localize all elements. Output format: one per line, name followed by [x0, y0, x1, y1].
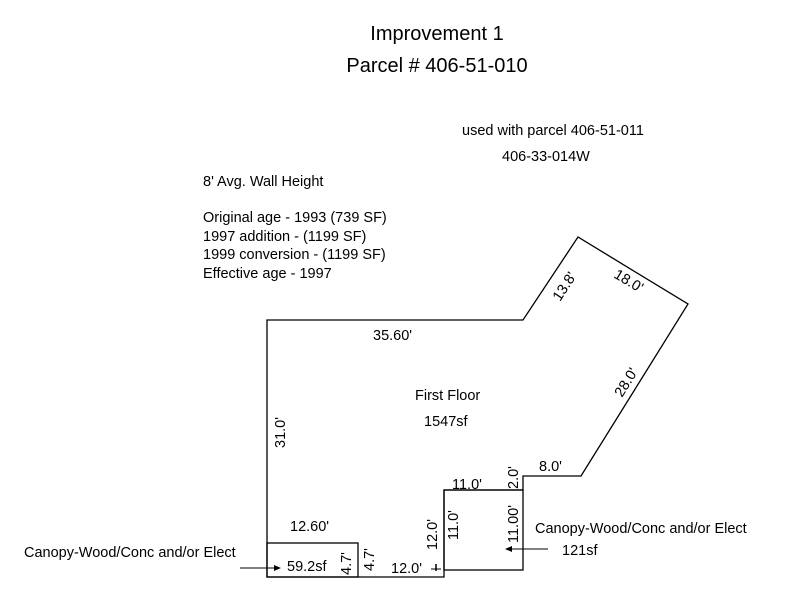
dim-bottom-right: 8.0' [539, 459, 562, 475]
canopy-left-width: 12.60' [290, 519, 329, 535]
note-used-with: used with parcel 406-51-011 [462, 123, 644, 139]
note-wall-height: 8' Avg. Wall Height [203, 174, 323, 190]
canopy-left-area: 59.2sf [287, 559, 327, 575]
dim-top: 35.60' [373, 328, 412, 344]
dim-diag-top: 18.0' [611, 267, 646, 297]
title-improvement: Improvement 1 [370, 23, 503, 45]
dim-diag-up: 13.8' [550, 269, 580, 304]
dim-step: 2.0' [506, 466, 522, 489]
canopy-right-label: Canopy-Wood/Conc and/or Elect [535, 521, 747, 537]
arrow-left-icon [505, 546, 548, 552]
dim-canopy-right-right: 11.00' [506, 505, 522, 543]
dim-diag-right: 28.0' [612, 365, 642, 400]
canopy-right-outline [443, 489, 524, 571]
first-floor-outline [266, 236, 689, 578]
title-parcel: Parcel # 406-51-010 [346, 55, 527, 77]
canopy-left-height: 4.7' [339, 552, 355, 575]
dim-small-right: 4.7' [362, 548, 378, 571]
note-age-1: Original age - 1993 (739 SF) [203, 210, 387, 226]
dim-canopy-right-left: 11.0' [446, 510, 462, 540]
note-age-2: 1997 addition - (1199 SF) [203, 229, 366, 245]
note-age-4: Effective age - 1997 [203, 266, 332, 282]
dim-left: 31.0' [273, 417, 289, 448]
dim-bottom: 12.0' [391, 561, 422, 577]
arrow-right-icon [240, 565, 281, 571]
dim-inner-left: 12.0' [425, 519, 441, 550]
first-floor-label: First Floor [415, 388, 480, 404]
dim-inner-top: 11.0' [452, 477, 482, 493]
arrow-small-icon [431, 564, 441, 571]
note-parcel-alt: 406-33-014W [502, 149, 590, 165]
canopy-right-area: 121sf [562, 543, 598, 559]
canopy-left-outline [266, 542, 359, 578]
canopy-left-label: Canopy-Wood/Conc and/or Elect [24, 545, 236, 561]
first-floor-area: 1547sf [424, 414, 469, 430]
note-age-3: 1999 conversion - (1199 SF) [203, 247, 386, 263]
